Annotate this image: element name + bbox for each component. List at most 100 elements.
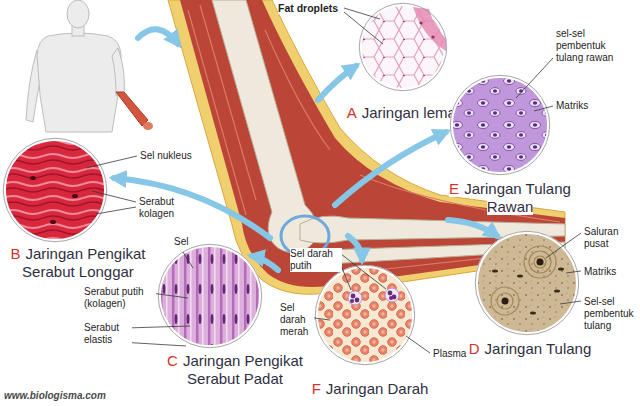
connective-strand [413,7,446,51]
tissue-letter: C [167,352,178,369]
person-head [67,0,89,28]
callout-label: Saluran pusat [584,226,632,250]
pointer-arrow [252,256,278,270]
callout-label: Sel nukleus [140,150,192,162]
tissue-letter: E [449,180,459,197]
tissue-shape [158,244,262,348]
tissue-name: Jaringan Pengikat Serabut Padat [183,352,303,387]
pointer-arrow [448,220,497,236]
central-canal [502,298,509,305]
watermark: www.biologisma.com [4,390,106,402]
tissue-name: Jaringan Tulang Rawan [464,180,571,215]
pointer-arrow [348,236,362,260]
osteocyte [558,268,564,271]
tissue-circle: AJaringan lemak [359,3,447,91]
tissue-name: Jaringan Pengikat Serabut Longgar [22,245,145,280]
callout-label: Sel-sel pembentuk tulang [584,296,636,332]
osteocyte [554,290,560,293]
fat-nucleus [419,21,422,24]
tissue-shape [475,231,579,335]
leader-line [341,254,386,289]
leader-line [534,106,553,111]
white-cell-nucleus [351,294,356,299]
leader-line [546,233,581,258]
tissue-letter: A [347,104,357,121]
leader-line [344,8,380,19]
callout-label: Fat droplets [278,2,338,14]
sample-rim [3,138,106,241]
osteon-ring [497,293,513,309]
osteocyte [492,270,498,273]
white-cell-nucleus [355,298,360,303]
leader-line [314,318,330,320]
tissue-shape [450,75,550,175]
tissue-title: E Jaringan Tulang Rawan [435,180,585,216]
white-cell-nucleus [389,296,393,300]
osteocyte [530,312,536,315]
tissue-shape [315,265,415,365]
osteon-ring [524,246,556,278]
person-torso [37,33,121,132]
leader-line [560,301,581,304]
tissue-title: C Jaringan Pengikat Serabut Padat [160,352,310,388]
leader-line [406,336,430,353]
tissue-name: Jaringan Tulang [485,340,592,357]
person-hand [143,122,153,130]
white-cell-nucleus [350,299,354,303]
tissue-name: Jaringan Darah [326,380,429,397]
tissue-letter: D [469,340,480,357]
pointer-arrow [138,29,178,44]
white-cell [348,291,362,305]
tissue-title: F Jaringan Darah [300,380,440,398]
leader-line [183,252,193,268]
white-cell [385,288,399,302]
callout-label: Serabut putih (kolagen) [84,286,156,310]
fat-nucleus [431,35,434,38]
pointer-arrow [318,66,356,100]
highlighted-forearm [116,92,148,126]
cell-nucleus [30,176,36,180]
tissue-name: Jaringan lemak [362,104,464,121]
leader-line [344,12,383,44]
leader-line [86,156,137,168]
callout-label: Serabut kolagen [139,196,187,220]
callout-label: Serabut elastis [84,322,132,346]
osteon-ring [491,287,519,315]
tissue-sample [452,77,549,174]
central-canal [537,259,544,266]
callout-label: Plasma [433,348,466,360]
callout-label: Sel darah merah [280,302,312,338]
leader-line [96,207,136,214]
callout-label: Sel [174,236,188,248]
tissue-title: D Jaringan Tulang [455,340,605,358]
sample-rim [315,265,414,364]
person-figure [26,0,153,132]
callout-label: Matriks [556,100,588,112]
tissue-letter: B [10,245,20,262]
leader-line [151,293,188,298]
tissue-title: BJaringan Pengikat Serabut Longgar [2,245,154,281]
tissue-sample [477,233,578,334]
tissue-letter: F [312,380,321,397]
leader-line [126,326,190,328]
white-cell-nucleus [388,291,393,296]
sample-rim [450,75,549,174]
tissue-circle: FJaringan Darah [315,265,415,365]
tissue-sample [5,140,106,241]
callout-label: Sel darah putih [290,248,342,272]
leader-line [516,58,553,98]
leader-line [566,271,581,273]
osteon-ring [534,256,546,268]
tissue-circle: CJaringan Pengikat Serabut Padat [158,244,262,348]
tissue-circle: BJaringan Pengikat Serabut Longgar [3,138,107,242]
callout-label: sel-sel pembentuk tulang rawan [556,28,620,64]
osteocyte [517,275,523,278]
pointer-arrow [335,132,446,205]
leader-line [92,191,136,202]
pointer-arrow [114,178,270,238]
callout-label: Matriks [584,266,616,278]
sample-rim [475,231,578,334]
tissue-shape [359,3,447,91]
tissue-shape [3,138,107,242]
